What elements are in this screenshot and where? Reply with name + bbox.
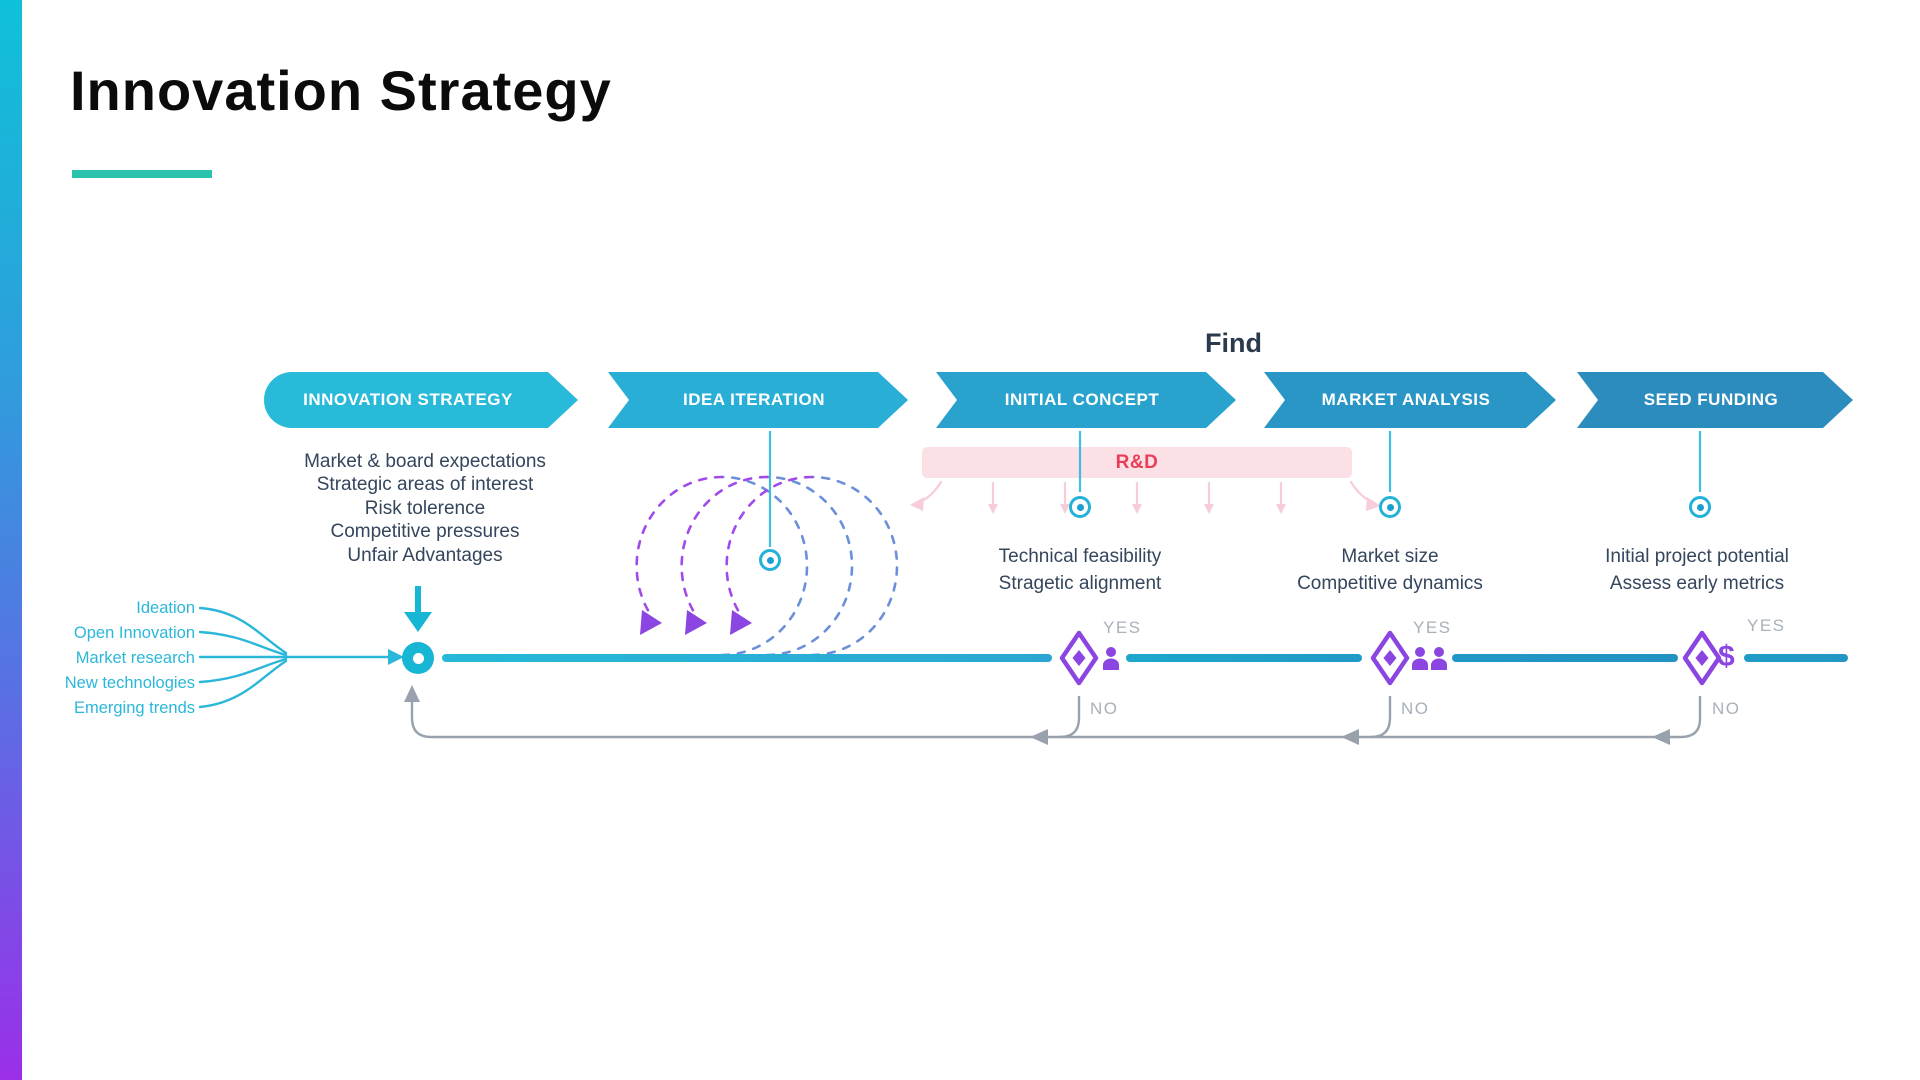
circle-dot-icon bbox=[759, 549, 781, 571]
timeline-segment bbox=[1744, 654, 1848, 662]
no-label: NO bbox=[1712, 699, 1741, 718]
strategy-input-line: Risk tolerence bbox=[364, 497, 486, 519]
circle-dot-icon bbox=[1689, 496, 1711, 518]
title-underline bbox=[72, 170, 212, 178]
dollar-icon: $ bbox=[1718, 640, 1735, 673]
decision-diamond-icon bbox=[1059, 630, 1099, 686]
decision-diamond-icon bbox=[1682, 630, 1722, 686]
circle-dot-icon bbox=[1379, 496, 1401, 518]
iteration-loop-arrowheads bbox=[640, 610, 752, 635]
criteria-line: Technical feasibility bbox=[998, 546, 1162, 567]
no-return-path bbox=[410, 696, 1702, 739]
criteria-initial-concept: Technical feasibility Stragetic alignmen… bbox=[910, 543, 1250, 597]
yes-label: YES bbox=[1103, 618, 1142, 637]
stage-chevron-seed-funding: SEED FUNDING bbox=[1577, 372, 1853, 428]
idea-source-label: Ideation bbox=[136, 599, 195, 617]
strategy-input-line: Competitive pressures bbox=[330, 521, 520, 543]
left-gradient-bar bbox=[0, 0, 22, 1080]
criteria-line: Competitive dynamics bbox=[1297, 573, 1483, 594]
strategy-input-line: Market & board expectations bbox=[304, 451, 546, 472]
stage-chevron-innovation-strategy: INNOVATION STRATEGY bbox=[264, 372, 578, 428]
timeline-segment bbox=[442, 654, 1052, 662]
page-title: Innovation Strategy bbox=[70, 59, 612, 122]
timeline-segment bbox=[1126, 654, 1362, 662]
strategy-input-line: Strategic areas of interest bbox=[316, 474, 534, 496]
stage-chevron-idea-iteration: IDEA ITERATION bbox=[608, 372, 908, 428]
person-icon bbox=[1103, 647, 1119, 670]
decision-diamond-icon bbox=[1370, 630, 1410, 686]
timeline-segment bbox=[1452, 654, 1678, 662]
stage-label: IDEA ITERATION bbox=[682, 390, 826, 409]
idea-source-label: Open Innovation bbox=[73, 624, 195, 642]
stage-label: INITIAL CONCEPT bbox=[1004, 390, 1160, 409]
no-return-arrowheads bbox=[404, 685, 1670, 745]
stage-label: SEED FUNDING bbox=[1643, 390, 1779, 409]
stage-chevron-market-analysis: MARKET ANALYSIS bbox=[1264, 372, 1556, 428]
rd-phase-bar: R&D bbox=[922, 447, 1352, 478]
idea-source-label: Emerging trends bbox=[73, 699, 195, 717]
criteria-market-analysis: Market size Competitive dynamics bbox=[1220, 543, 1560, 597]
criteria-seed-funding: Initial project potential Assess early m… bbox=[1527, 543, 1867, 597]
yes-label: YES bbox=[1413, 618, 1452, 637]
stage-label: MARKET ANALYSIS bbox=[1321, 390, 1491, 409]
stage-chevron-initial-concept: INITIAL CONCEPT bbox=[936, 372, 1236, 428]
rd-phase-label: R&D bbox=[1115, 451, 1159, 473]
people-icon bbox=[1412, 647, 1447, 670]
no-label: NO bbox=[1401, 699, 1430, 718]
yes-label: YES bbox=[1747, 616, 1786, 635]
strategy-inputs-list: Market & board expectations Strategic ar… bbox=[255, 450, 595, 567]
idea-source-label: Market research bbox=[75, 649, 195, 667]
circle-dot-icon bbox=[1069, 496, 1091, 518]
no-label: NO bbox=[1090, 699, 1119, 718]
strategy-input-line: Unfair Advantages bbox=[347, 544, 503, 566]
criteria-line: Market size bbox=[1341, 546, 1439, 567]
entry-down-arrow bbox=[415, 586, 421, 614]
criteria-line: Stragetic alignment bbox=[998, 573, 1162, 594]
idea-source-fan bbox=[198, 606, 392, 709]
criteria-line: Initial project potential bbox=[1605, 546, 1789, 567]
idea-source-label: New technologies bbox=[64, 674, 195, 692]
stage-label: INNOVATION STRATEGY bbox=[303, 390, 513, 409]
criteria-line: Assess early metrics bbox=[1609, 573, 1785, 594]
process-start-node bbox=[402, 642, 434, 674]
rd-drop-arrows bbox=[916, 480, 1376, 507]
entry-down-arrowhead-icon bbox=[404, 612, 432, 632]
rd-drop-arrowheads bbox=[910, 497, 1381, 514]
find-label: Find bbox=[1205, 328, 1262, 358]
